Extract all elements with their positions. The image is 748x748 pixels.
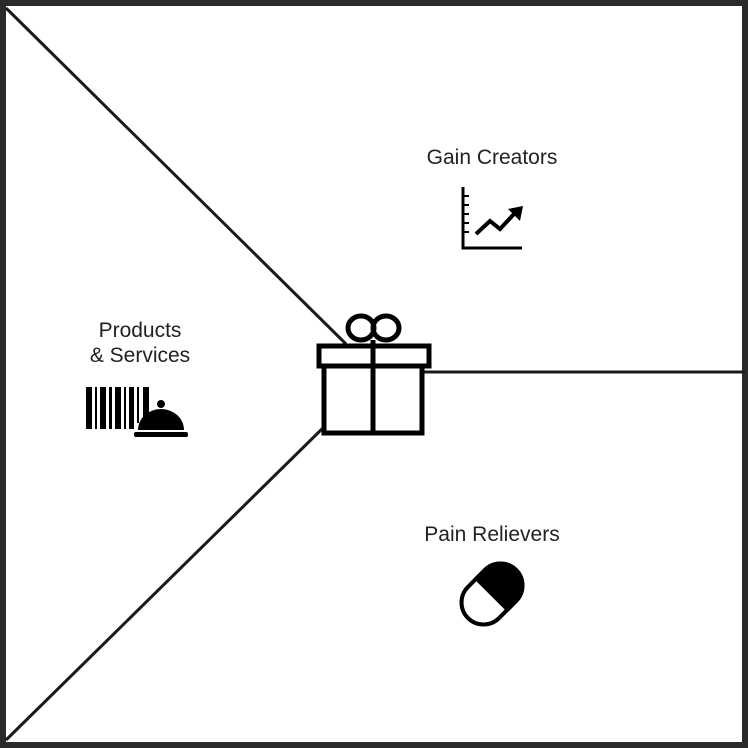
products-services-label: Products & Services [40, 318, 240, 368]
divider-bottom-left [4, 425, 326, 742]
gain-creators-label: Gain Creators [426, 146, 558, 169]
pain-relievers-label: Pain Relievers [424, 523, 560, 546]
divider-top-left [4, 6, 348, 346]
products-services-label-line1: Products [98, 319, 182, 342]
gift-icon [316, 313, 432, 436]
trend-chart-icon [461, 187, 523, 250]
barcode-cloche-icon [86, 387, 188, 437]
products-services-label-line2: & Services [89, 344, 191, 367]
pill-icon [459, 561, 525, 627]
